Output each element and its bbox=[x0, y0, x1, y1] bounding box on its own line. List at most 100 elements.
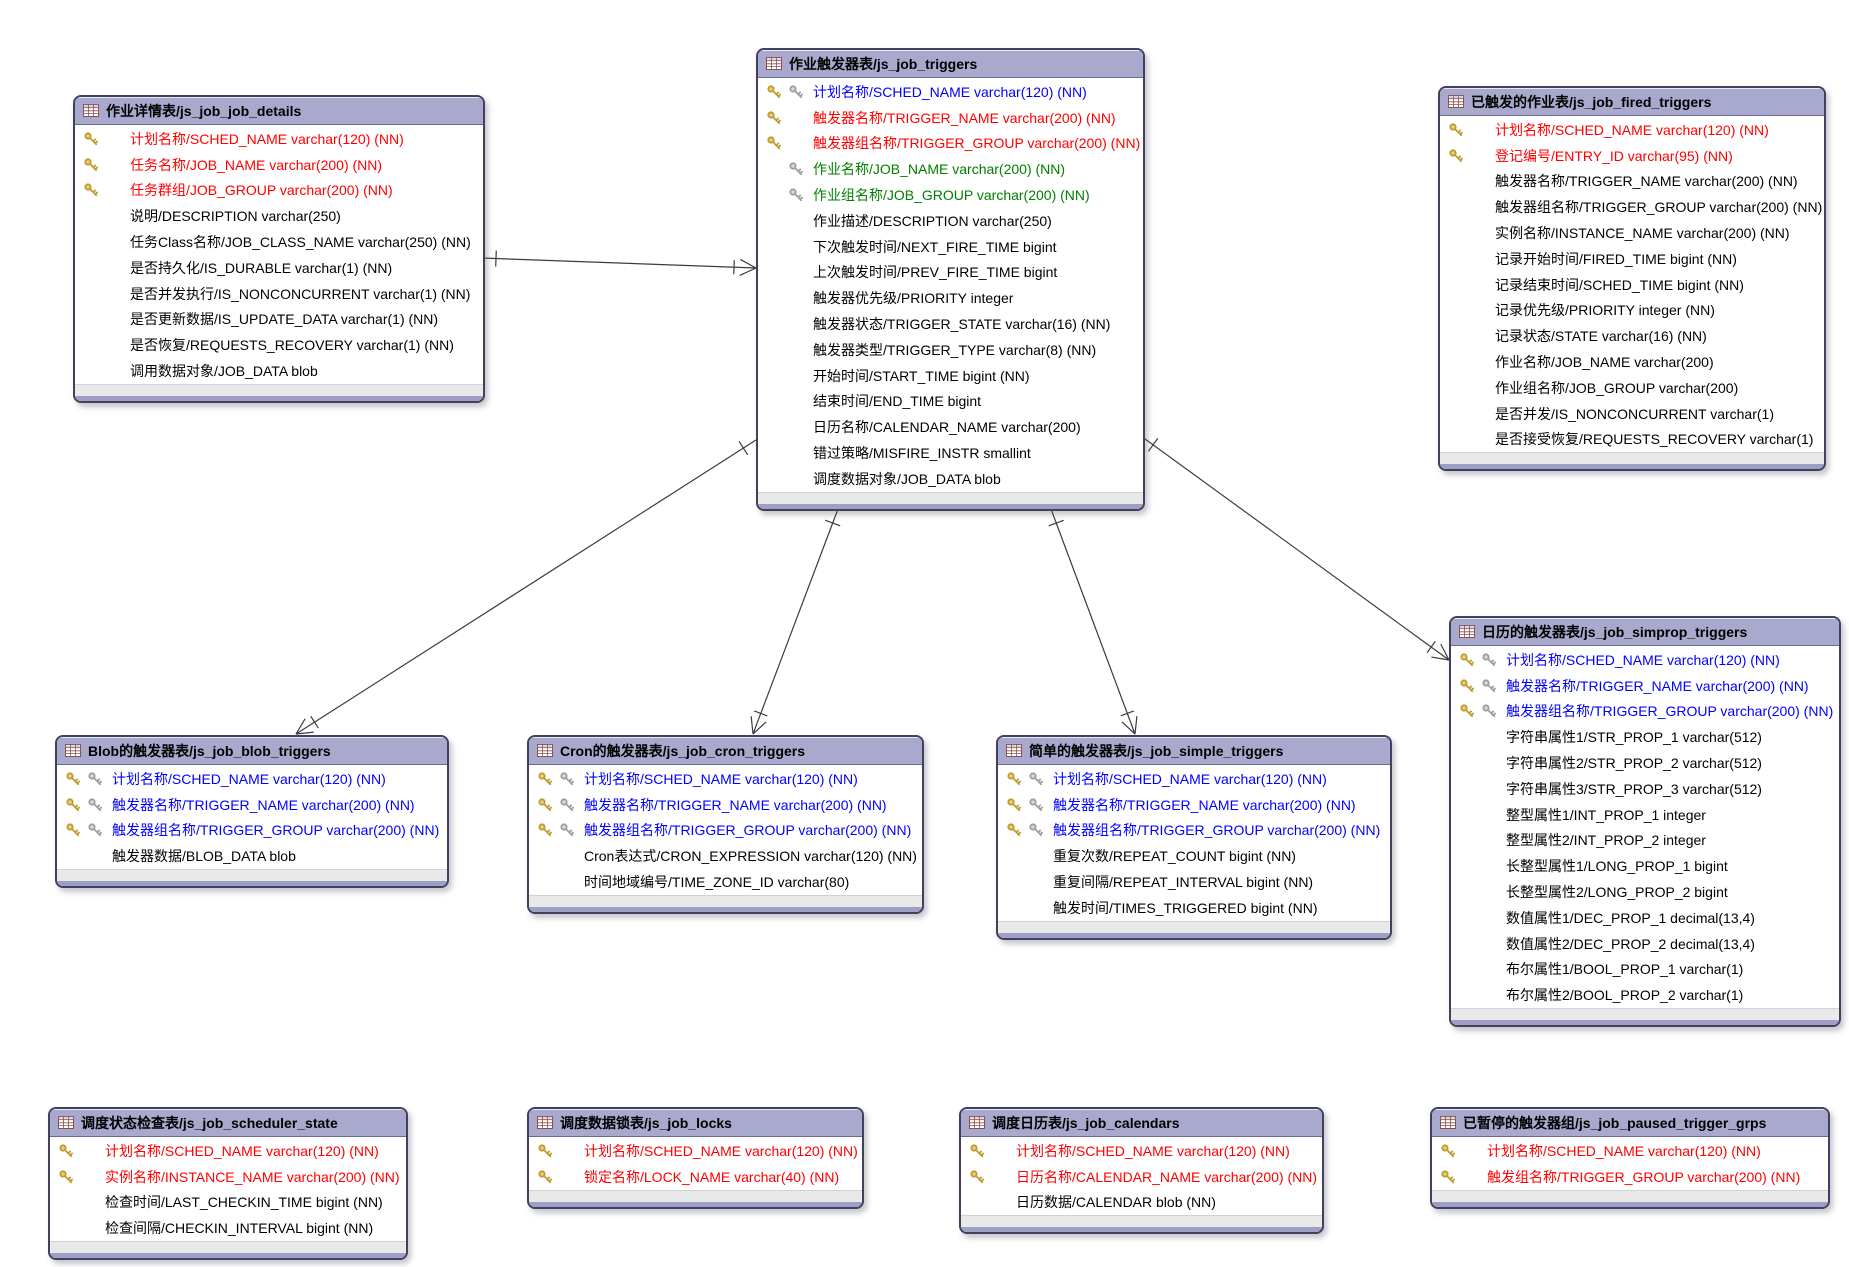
field-row[interactable]: 触发器状态/TRIGGER_STATE varchar(16) (NN) bbox=[758, 311, 1143, 337]
table-header[interactable]: 调度状态检查表/js_job_scheduler_state bbox=[50, 1109, 406, 1137]
field-row[interactable]: 整型属性2/INT_PROP_2 integer bbox=[1451, 828, 1839, 854]
relationship-js_job_triggers-js_job_cron_triggers[interactable] bbox=[750, 508, 841, 735]
field-row[interactable]: 整型属性1/INT_PROP_1 integer bbox=[1451, 802, 1839, 828]
field-row[interactable]: 任务群组/JOB_GROUP varchar(200) (NN) bbox=[75, 178, 483, 204]
field-row[interactable]: 字符串属性3/STR_PROP_3 varchar(512) bbox=[1451, 776, 1839, 802]
field-row[interactable]: 记录优先级/PRIORITY integer (NN) bbox=[1440, 298, 1824, 324]
field-row[interactable]: 计划名称/SCHED_NAME varchar(120) (NN) bbox=[50, 1138, 406, 1164]
field-row[interactable]: 实例名称/INSTANCE_NAME varchar(200) (NN) bbox=[50, 1164, 406, 1190]
field-row[interactable]: 检查时间/LAST_CHECKIN_TIME bigint (NN) bbox=[50, 1190, 406, 1216]
field-row[interactable]: 计划名称/SCHED_NAME varchar(120) (NN) bbox=[57, 766, 447, 792]
field-row[interactable]: 字符串属性2/STR_PROP_2 varchar(512) bbox=[1451, 750, 1839, 776]
field-row[interactable]: 触发器名称/TRIGGER_NAME varchar(200) (NN) bbox=[1451, 673, 1839, 699]
field-row[interactable]: 记录开始时间/FIRED_TIME bigint (NN) bbox=[1440, 246, 1824, 272]
table-header[interactable]: 简单的触发器表/js_job_simple_triggers bbox=[998, 737, 1390, 765]
field-row[interactable]: 计划名称/SCHED_NAME varchar(120) (NN) bbox=[75, 126, 483, 152]
field-row[interactable]: 触发器组名称/TRIGGER_GROUP varchar(200) (NN) bbox=[1440, 194, 1824, 220]
field-row[interactable]: 作业组名称/JOB_GROUP varchar(200) bbox=[1440, 375, 1824, 401]
field-row[interactable]: 计划名称/SCHED_NAME varchar(120) (NN) bbox=[961, 1138, 1322, 1164]
field-row[interactable]: 长整型属性2/LONG_PROP_2 bigint bbox=[1451, 879, 1839, 905]
field-row[interactable]: 日历名称/CALENDAR_NAME varchar(200) bbox=[758, 414, 1143, 440]
field-row[interactable]: 触发器名称/TRIGGER_NAME varchar(200) (NN) bbox=[57, 792, 447, 818]
table-header[interactable]: 调度数据锁表/js_job_locks bbox=[529, 1109, 862, 1137]
field-row[interactable]: 重复次数/REPEAT_COUNT bigint (NN) bbox=[998, 843, 1390, 869]
field-row[interactable]: 开始时间/START_TIME bigint (NN) bbox=[758, 363, 1143, 389]
field-row[interactable]: 触发器组名称/TRIGGER_GROUP varchar(200) (NN) bbox=[758, 131, 1143, 157]
field-row[interactable]: 结束时间/END_TIME bigint bbox=[758, 389, 1143, 415]
field-row[interactable]: 检查间隔/CHECKIN_INTERVAL bigint (NN) bbox=[50, 1215, 406, 1241]
field-row[interactable]: 触发器组名称/TRIGGER_GROUP varchar(200) (NN) bbox=[529, 818, 922, 844]
field-row[interactable]: 是否更新数据/IS_UPDATE_DATA varchar(1) (NN) bbox=[75, 307, 483, 333]
field-row[interactable]: 计划名称/SCHED_NAME varchar(120) (NN) bbox=[1432, 1138, 1828, 1164]
field-row[interactable]: 数值属性1/DEC_PROP_1 decimal(13,4) bbox=[1451, 905, 1839, 931]
table-header[interactable]: 作业触发器表/js_job_triggers bbox=[758, 50, 1143, 78]
field-row[interactable]: 记录状态/STATE varchar(16) (NN) bbox=[1440, 323, 1824, 349]
field-row[interactable]: 是否持久化/IS_DURABLE varchar(1) (NN) bbox=[75, 255, 483, 281]
field-row[interactable]: 说明/DESCRIPTION varchar(250) bbox=[75, 203, 483, 229]
field-row[interactable]: 触发器名称/TRIGGER_NAME varchar(200) (NN) bbox=[998, 792, 1390, 818]
field-row[interactable]: 数值属性2/DEC_PROP_2 decimal(13,4) bbox=[1451, 931, 1839, 957]
field-row[interactable]: 触发器名称/TRIGGER_NAME varchar(200) (NN) bbox=[1440, 169, 1824, 195]
relationship-js_job_triggers-js_job_simple_triggers[interactable] bbox=[1048, 508, 1138, 735]
field-row[interactable]: 触发器组名称/TRIGGER_GROUP varchar(200) (NN) bbox=[1451, 699, 1839, 725]
field-row[interactable]: 调用数据对象/JOB_DATA blob bbox=[75, 358, 483, 384]
field-row[interactable]: 锁定名称/LOCK_NAME varchar(40) (NN) bbox=[529, 1164, 862, 1190]
field-row[interactable]: 计划名称/SCHED_NAME varchar(120) (NN) bbox=[758, 79, 1143, 105]
field-row[interactable]: 日历数据/CALENDAR blob (NN) bbox=[961, 1190, 1322, 1216]
field-row[interactable]: 触发器优先级/PRIORITY integer bbox=[758, 285, 1143, 311]
field-row[interactable]: 布尔属性2/BOOL_PROP_2 varchar(1) bbox=[1451, 982, 1839, 1008]
field-row[interactable]: 计划名称/SCHED_NAME varchar(120) (NN) bbox=[1451, 647, 1839, 673]
field-row[interactable]: 实例名称/INSTANCE_NAME varchar(200) (NN) bbox=[1440, 220, 1824, 246]
field-row[interactable]: 触发器名称/TRIGGER_NAME varchar(200) (NN) bbox=[529, 792, 922, 818]
field-row[interactable]: 是否接受恢复/REQUESTS_RECOVERY varchar(1) bbox=[1440, 427, 1824, 453]
table-header[interactable]: 作业详情表/js_job_job_details bbox=[75, 97, 483, 125]
field-row[interactable]: 调度数据对象/JOB_DATA blob bbox=[758, 466, 1143, 492]
field-row[interactable]: 字符串属性1/STR_PROP_1 varchar(512) bbox=[1451, 724, 1839, 750]
field-row[interactable]: 触发组名称/TRIGGER_GROUP varchar(200) (NN) bbox=[1432, 1164, 1828, 1190]
table-header[interactable]: 已触发的作业表/js_job_fired_triggers bbox=[1440, 88, 1824, 116]
table-header[interactable]: Cron的触发器表/js_job_cron_triggers bbox=[529, 737, 922, 765]
field-row[interactable]: 作业名称/JOB_NAME varchar(200) (NN) bbox=[758, 156, 1143, 182]
field-row[interactable]: 任务Class名称/JOB_CLASS_NAME varchar(250) (N… bbox=[75, 229, 483, 255]
field-row[interactable]: 触发器组名称/TRIGGER_GROUP varchar(200) (NN) bbox=[57, 818, 447, 844]
field-row[interactable]: 错过策略/MISFIRE_INSTR smallint bbox=[758, 440, 1143, 466]
field-row[interactable]: 计划名称/SCHED_NAME varchar(120) (NN) bbox=[529, 1138, 862, 1164]
field-row[interactable]: 触发器组名称/TRIGGER_GROUP varchar(200) (NN) bbox=[998, 818, 1390, 844]
relationship-js_job_triggers-js_job_simprop_triggers[interactable] bbox=[1140, 435, 1450, 661]
field-row[interactable]: 作业名称/JOB_NAME varchar(200) bbox=[1440, 349, 1824, 375]
field-row[interactable]: 上次触发时间/PREV_FIRE_TIME bigint bbox=[758, 260, 1143, 286]
field-row[interactable]: 作业组名称/JOB_GROUP varchar(200) (NN) bbox=[758, 182, 1143, 208]
field-row[interactable]: 计划名称/SCHED_NAME varchar(120) (NN) bbox=[1440, 117, 1824, 143]
field-row[interactable]: 作业描述/DESCRIPTION varchar(250) bbox=[758, 208, 1143, 234]
field-row[interactable]: 下次触发时间/NEXT_FIRE_TIME bigint bbox=[758, 234, 1143, 260]
table-header[interactable]: 已暂停的触发器组/js_job_paused_trigger_grps bbox=[1432, 1109, 1828, 1137]
field-row[interactable]: Cron表达式/CRON_EXPRESSION varchar(120) (NN… bbox=[529, 843, 922, 869]
relationship-js_job_job_details-js_job_triggers[interactable] bbox=[480, 250, 757, 276]
field-row[interactable]: 是否并发执行/IS_NONCONCURRENT varchar(1) (NN) bbox=[75, 281, 483, 307]
field-row[interactable]: 时间地域编号/TIME_ZONE_ID varchar(80) bbox=[529, 869, 922, 895]
field-row[interactable]: 触发器类型/TRIGGER_TYPE varchar(8) (NN) bbox=[758, 337, 1143, 363]
field-row[interactable]: 重复间隔/REPEAT_INTERVAL bigint (NN) bbox=[998, 869, 1390, 895]
field-row[interactable]: 计划名称/SCHED_NAME varchar(120) (NN) bbox=[998, 766, 1390, 792]
field-row[interactable]: 日历名称/CALENDAR_NAME varchar(200) (NN) bbox=[961, 1164, 1322, 1190]
field-row[interactable]: 记录结束时间/SCHED_TIME bigint (NN) bbox=[1440, 272, 1824, 298]
field-row[interactable]: 触发器名称/TRIGGER_NAME varchar(200) (NN) bbox=[758, 105, 1143, 131]
table-header[interactable]: 日历的触发器表/js_job_simprop_triggers bbox=[1451, 618, 1839, 646]
field-row[interactable]: 是否并发/IS_NONCONCURRENT varchar(1) bbox=[1440, 401, 1824, 427]
relationship-js_job_triggers-js_job_blob_triggers[interactable] bbox=[295, 439, 757, 735]
field-row[interactable]: 触发时间/TIMES_TRIGGERED bigint (NN) bbox=[998, 895, 1390, 921]
field-row[interactable]: 是否恢复/REQUESTS_RECOVERY varchar(1) (NN) bbox=[75, 332, 483, 358]
field-row[interactable]: 触发器数据/BLOB_DATA blob bbox=[57, 843, 447, 869]
field-row[interactable]: 计划名称/SCHED_NAME varchar(120) (NN) bbox=[529, 766, 922, 792]
